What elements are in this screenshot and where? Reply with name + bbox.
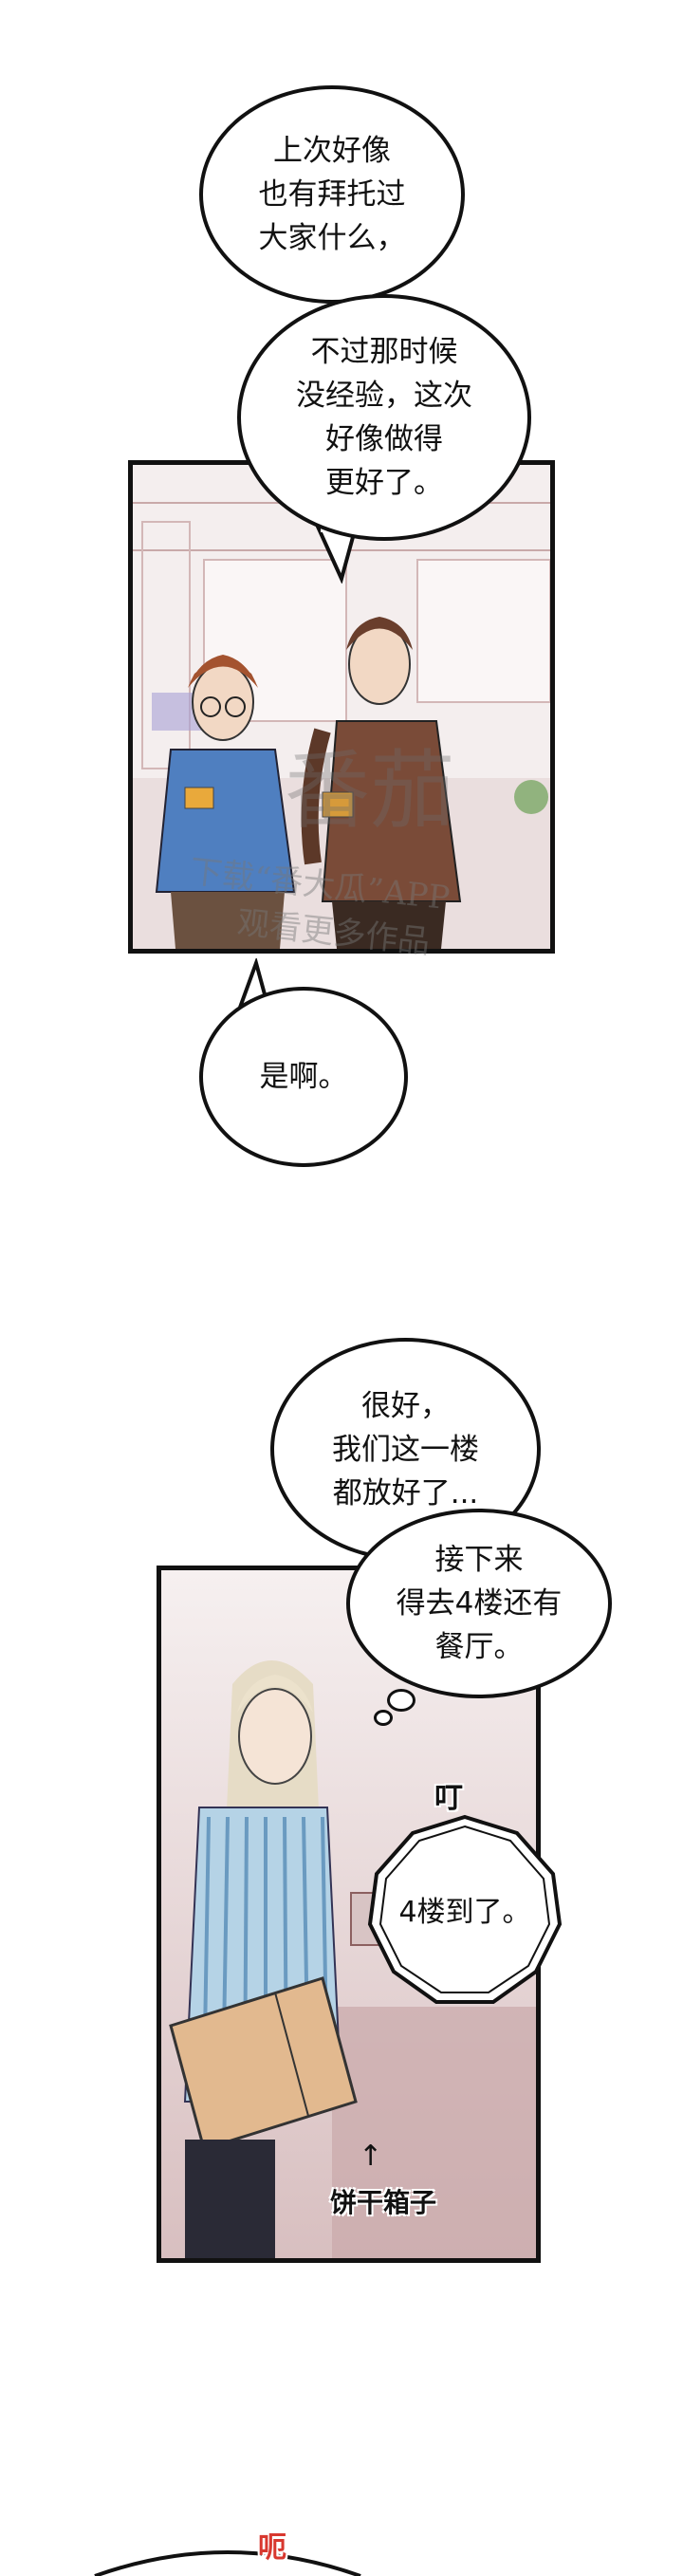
speech-bubble-2: 不过那时候 没经验，这次 好像做得 更好了。 [237, 294, 531, 541]
sfx-uh: 呃 [258, 2531, 286, 2565]
arrow-up-icon: ↑ [359, 2140, 383, 2173]
panel-elevator-scene [157, 1566, 541, 2263]
partial-bubble-edge [94, 2550, 361, 2576]
thought-dot-1 [387, 1689, 415, 1712]
speech-bubble-1: 上次好像 也有拜托过 大家什么， [199, 85, 465, 304]
thought-dot-2 [374, 1710, 393, 1726]
speech-bubble-5: 接下来 得去4楼还有 餐厅。 [346, 1509, 612, 1698]
label-cookie-box: 饼干箱子 [330, 2187, 437, 2218]
watermark-logo: 番茄 [285, 741, 455, 841]
speech-text-3: 是啊。 [259, 1060, 348, 1094]
speech-text-5: 接下来 得去4楼还有 餐厅。 [396, 1543, 563, 1664]
speech-bubble-3: 是啊。 [199, 987, 408, 1167]
speech-text-4: 很好， 我们这一楼 都放好了... [332, 1388, 479, 1510]
office-illustration [133, 502, 550, 949]
sfx-ding: 叮 [434, 1782, 463, 1815]
elevator-announcement-text: 4楼到了。 [398, 1896, 531, 1929]
speech-text-2: 不过那时候 没经验，这次 好像做得 更好了。 [296, 335, 472, 500]
speech-text-1: 上次好像 也有拜托过 大家什么， [258, 134, 406, 255]
elevator-announcement-bubble [367, 1814, 563, 2004]
